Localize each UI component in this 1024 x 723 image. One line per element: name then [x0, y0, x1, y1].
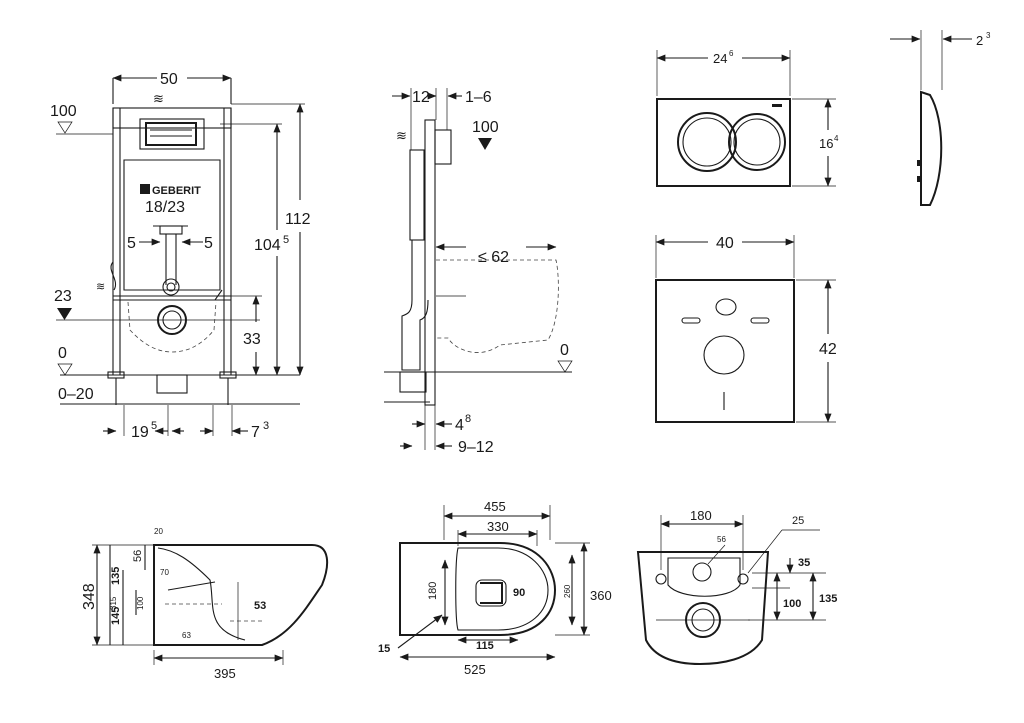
svg-text:70: 70 [160, 568, 169, 577]
svg-text:25: 25 [792, 515, 804, 527]
bowl-back-dimensions: 180 25 56 35 100 135 [660, 508, 837, 621]
svg-text:3: 3 [263, 420, 269, 432]
geberit-logo: GEBERIT [152, 185, 201, 197]
side-level-100: 100 [472, 119, 499, 136]
dim-offset-left: 5 [127, 235, 136, 252]
bowl-top-view [399, 542, 557, 636]
level-100: 100 [50, 103, 77, 120]
svg-text:5: 5 [151, 420, 157, 432]
front-view: ≋ GEBERIT ≋ [60, 91, 300, 405]
svg-text:115: 115 [476, 640, 494, 652]
dim-top-360: 360 [590, 588, 612, 603]
side-view-dimensions: 12 1–6 100 ≤ 62 0 4 8 9–12 [392, 88, 573, 456]
svg-text:145: 145 [110, 607, 122, 625]
svg-text:15: 15 [378, 643, 390, 655]
flush-plate-profile: 2 3 [890, 30, 991, 206]
dim-wall-9-12: 9–12 [458, 439, 494, 456]
svg-text:63: 63 [182, 631, 191, 640]
svg-text:3: 3 [986, 31, 991, 40]
svg-text:≋: ≋ [396, 128, 407, 143]
dim-top-455: 455 [484, 499, 506, 514]
dim-projection-62: ≤ 62 [478, 249, 509, 266]
svg-text:260: 260 [563, 584, 572, 598]
bowl-side-dimensions: 348 315 135 145 100 56 20 70 53 63 395 [81, 527, 284, 681]
svg-text:180: 180 [427, 582, 439, 600]
dim-outlet-33: 33 [243, 331, 261, 348]
side-level-0: 0 [560, 342, 569, 359]
dim-top-330: 330 [487, 519, 509, 534]
dim-floor-range: 0–20 [58, 386, 94, 403]
dim-bowl-53: 53 [254, 600, 266, 612]
dim-bowl-348: 348 [81, 583, 98, 610]
side-view: ≋ [384, 119, 572, 406]
dim-width-50: 50 [160, 71, 178, 88]
dim-height-104: 104 [254, 237, 281, 254]
dim-plate-height: 16 [819, 136, 833, 151]
svg-text:56: 56 [717, 535, 726, 544]
dim-bowl-395: 395 [214, 666, 236, 681]
svg-text:35: 35 [798, 557, 810, 569]
svg-text:≋: ≋ [96, 281, 105, 293]
bowl-top-dimensions: 455 330 180 90 260 360 15 115 525 [378, 499, 612, 677]
dim-mat-height: 42 [819, 341, 837, 358]
svg-text:135: 135 [110, 567, 122, 585]
dim-foot-19: 19 [131, 424, 149, 441]
flush-plate-front [656, 98, 791, 187]
svg-text:≋: ≋ [153, 91, 164, 106]
dim-back-180: 180 [690, 508, 712, 523]
level-0: 0 [58, 345, 67, 362]
dim-flush-pipe: 18/23 [145, 199, 185, 216]
svg-text:8: 8 [465, 413, 471, 425]
dim-gap-1-6: 1–6 [465, 89, 492, 106]
svg-text:90: 90 [513, 587, 525, 599]
dim-plate-width: 24 [713, 51, 727, 66]
svg-text:56: 56 [132, 550, 144, 562]
svg-text:4: 4 [834, 134, 839, 143]
dim-top-525: 525 [464, 662, 486, 677]
dim-depth-12: 12 [412, 89, 430, 106]
svg-text:5: 5 [283, 234, 289, 246]
dim-mat-width: 40 [716, 235, 734, 252]
insulation-mat-dimensions: 40 42 [655, 235, 837, 423]
bowl-back-view [636, 551, 770, 666]
bowl-side-view [153, 544, 329, 646]
dim-plate-thickness: 2 [976, 33, 983, 48]
svg-text:6: 6 [729, 49, 734, 58]
svg-text:20: 20 [154, 527, 163, 536]
flush-plate-dimensions: 24 6 16 4 [656, 49, 839, 187]
dim-wall-4: 4 [455, 417, 464, 434]
svg-text:100: 100 [136, 596, 145, 610]
svg-text:315: 315 [109, 596, 118, 610]
dim-offset-right: 5 [204, 235, 213, 252]
svg-text:135: 135 [819, 593, 837, 605]
insulation-mat [655, 279, 795, 423]
dim-foot-7: 7 [251, 424, 260, 441]
svg-text:100: 100 [783, 598, 801, 610]
dim-height-112: 112 [285, 211, 311, 228]
level-23: 23 [54, 288, 72, 305]
front-view-dimensions: 50 100 18/23 5 5 112 104 5 23 33 0 0–20 [50, 71, 311, 441]
